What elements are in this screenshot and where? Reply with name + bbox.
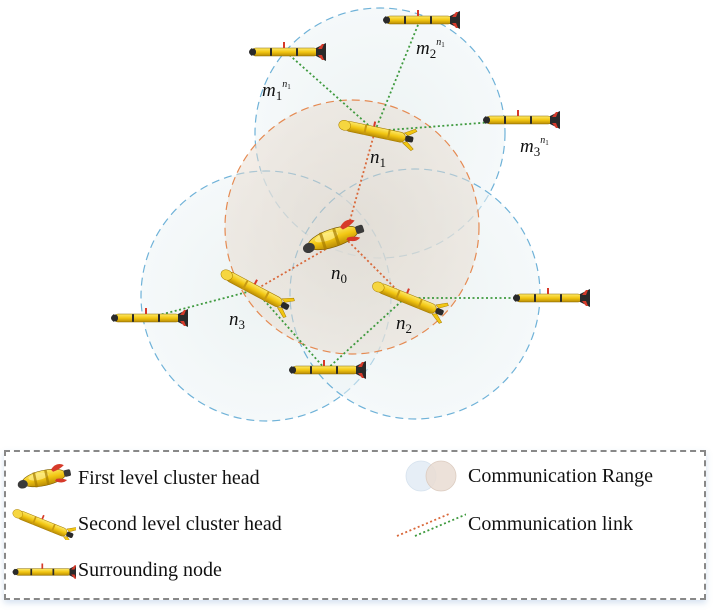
communication-range-icon <box>405 460 457 492</box>
label-m1: m1n1 <box>262 79 291 103</box>
link-n0-n2 <box>344 237 406 299</box>
legend-second-level: Second level cluster head <box>10 508 282 540</box>
link-n3-left <box>147 289 256 319</box>
legend-link-label: Communication link <box>468 512 633 535</box>
legend-first-level-label: First level cluster head <box>78 466 260 489</box>
communication-link-icon <box>396 513 466 537</box>
link-n0-n3 <box>254 237 346 291</box>
legend: First level cluster head Second level cl… <box>4 450 706 600</box>
link-n1-m1 <box>285 51 376 132</box>
legend-link: Communication link <box>386 508 633 540</box>
legend-second-level-label: Second level cluster head <box>78 512 282 535</box>
label-n0: n0 <box>331 263 347 286</box>
label-m2: m2n1 <box>416 37 445 61</box>
first-level-head-icon <box>14 462 73 493</box>
legend-first-level: First level cluster head <box>10 462 260 494</box>
legend-surrounding: Surrounding node <box>10 554 222 586</box>
network-diagram <box>110 7 591 422</box>
label-n1: n1 <box>370 147 386 170</box>
label-n3: n3 <box>229 309 245 332</box>
legend-range-label: Communication Range <box>468 464 653 487</box>
link-n1-m3 <box>374 119 521 132</box>
label-n2: n2 <box>396 313 412 336</box>
label-m3: m3n1 <box>520 135 549 159</box>
second-level-head-icon <box>10 508 76 540</box>
surrounding-node-icon <box>12 563 76 581</box>
legend-range: Communication Range <box>386 460 653 492</box>
link-n1-m2 <box>374 19 421 132</box>
legend-surrounding-label: Surrounding node <box>78 558 222 581</box>
